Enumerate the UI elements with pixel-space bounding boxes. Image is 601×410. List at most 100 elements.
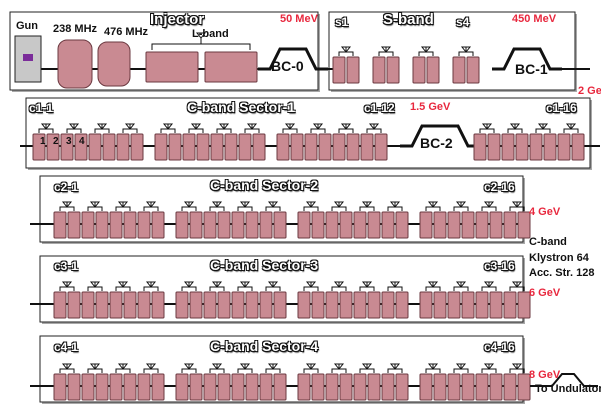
sector2-unit-2-2-structure-a (353, 211, 367, 239)
sector1-unit-2-3-structure-b (374, 133, 388, 161)
sector3-unit-1-0-waveguide (181, 282, 197, 291)
sector2-unit-3-1-structure-b (461, 211, 475, 239)
sector4-unit-2-1-waveguide (331, 364, 347, 373)
sband-title: S-band (383, 11, 434, 28)
sector4-unit-1-2-structure-a (231, 373, 245, 401)
sector4-unit-2-2-structure-b (367, 373, 381, 401)
sector3-unit-2-2-waveguide (359, 282, 375, 291)
sector2-unit-0-3-structure-b (151, 211, 165, 239)
sector3-unit-0-2-structure-a (109, 291, 123, 319)
bc2-chicane (400, 124, 480, 148)
sector4-unit-0-0-structure-a (53, 373, 67, 401)
sband-unit-1-structure-b (386, 56, 400, 84)
edge-energy: 2 Ge (578, 85, 601, 97)
lband-structure-a (145, 51, 199, 83)
sector1-tail-unit-0-1-structure-a (501, 133, 515, 161)
sector1-unit-1-3-structure-b (252, 133, 266, 161)
sector2-energy: 4 GeV (529, 206, 561, 218)
sector2-unit-0-1-structure-a (81, 211, 95, 239)
sector2-unit-0-3-waveguide (143, 202, 159, 211)
sector1-tail-unit-0-0-structure-a (473, 133, 487, 161)
sector2-unit-2-3-structure-b (395, 211, 409, 239)
sector3-unit-2-3-waveguide (387, 282, 403, 291)
sector3-unit-2-2-structure-a (353, 291, 367, 319)
sector3-unit-3-1-waveguide (453, 282, 469, 291)
sector4-unit-0-3-waveguide (143, 364, 159, 373)
sector2-unit-0-1-structure-b (95, 211, 109, 239)
sector4-unit-2-3-structure-a (381, 373, 395, 401)
sector4-unit-1-2-structure-b (245, 373, 259, 401)
sector3-unit-3-0-structure-b (433, 291, 447, 319)
sector3-unit-3-2-structure-b (489, 291, 503, 319)
sector2-unit-3-1-waveguide (453, 202, 469, 211)
sector2-unit-3-2-waveguide (481, 202, 497, 211)
sector4-unit-0-2-structure-a (109, 373, 123, 401)
sector2-unit-1-3-structure-a (259, 211, 273, 239)
exit-label: To Undulator (535, 383, 601, 395)
sector3-unit-0-2-structure-b (123, 291, 137, 319)
sector1-unit-1-2-structure-a (210, 133, 224, 161)
sector1-number-2: 2 (53, 136, 59, 147)
sector1-unit-1-2-waveguide (216, 124, 232, 133)
sector3-unit-3-0-waveguide (425, 282, 441, 291)
sband-unit-2-structure-a (412, 56, 426, 84)
sector2-unit-3-0-structure-a (419, 211, 433, 239)
sector3-unit-1-1-structure-b (217, 291, 231, 319)
sband-unit-2-waveguide (418, 47, 434, 56)
sector2-unit-0-2-structure-a (109, 211, 123, 239)
sector3-unit-2-1-waveguide (331, 282, 347, 291)
sector2-unit-0-1-waveguide (87, 202, 103, 211)
sector1-unit-2-1-structure-b (318, 133, 332, 161)
sband-unit-2-structure-b (426, 56, 440, 84)
bc1-label: BC-1 (515, 61, 548, 77)
sector4-unit-2-2-structure-a (353, 373, 367, 401)
sector4-unit-0-2-structure-b (123, 373, 137, 401)
sband-unit-0-structure-b (346, 56, 360, 84)
sector1-unit-2-3-structure-a (360, 133, 374, 161)
sector3-unit-0-0-structure-a (53, 291, 67, 319)
sector2-last-label: c2-16 (484, 180, 515, 194)
sector1-tail-unit-0-3-waveguide (563, 124, 579, 133)
legend-structures: Acc. Str. 128 (529, 267, 595, 279)
sector3-unit-1-0-structure-a (175, 291, 189, 319)
sector4-unit-0-1-waveguide (87, 364, 103, 373)
sector4-unit-2-0-structure-b (311, 373, 325, 401)
sector2-unit-3-3-structure-a (503, 211, 517, 239)
sector4-unit-2-3-structure-b (395, 373, 409, 401)
sector4-unit-1-3-structure-a (259, 373, 273, 401)
sector4-unit-0-1-structure-a (81, 373, 95, 401)
sector2-unit-1-0-waveguide (181, 202, 197, 211)
sector1-tail-unit-0-0-structure-b (487, 133, 501, 161)
sector4-unit-2-3-waveguide (387, 364, 403, 373)
sector1-unit-2-1-structure-a (304, 133, 318, 161)
sector4-unit-3-1-structure-a (447, 373, 461, 401)
sector1-number-3: 3 (66, 136, 72, 147)
bc0-chicane (258, 47, 328, 71)
sector2-unit-1-3-waveguide (265, 202, 281, 211)
sector1-mid-label: c1-12 (364, 101, 395, 115)
sector1-tail-unit-0-1-waveguide (507, 124, 523, 133)
sector2-unit-1-3-structure-b (273, 211, 287, 239)
sector2-unit-2-1-structure-a (325, 211, 339, 239)
sector1-tail-unit-0-2-structure-b (543, 133, 557, 161)
sector2-unit-1-1-waveguide (209, 202, 225, 211)
undulator-dogleg (530, 373, 598, 387)
lband-structure-b (204, 51, 258, 83)
sector4-unit-2-1-structure-b (339, 373, 353, 401)
sector2-unit-1-2-structure-b (245, 211, 259, 239)
sector2-unit-3-3-waveguide (509, 202, 525, 211)
sector4-unit-2-2-waveguide (359, 364, 375, 373)
sector3-unit-1-1-waveguide (209, 282, 225, 291)
sbh1-label: 238 MHz (53, 23, 98, 35)
sector1-title: C-band Sector-1 (187, 99, 296, 115)
bc2-label: BC-2 (420, 135, 453, 151)
sector2-unit-1-1-structure-a (203, 211, 217, 239)
sector1-tail-unit-0-1-structure-b (515, 133, 529, 161)
sector4-last-label: c4-16 (484, 340, 515, 354)
sector3-unit-0-3-structure-a (137, 291, 151, 319)
sector3-unit-2-1-structure-b (339, 291, 353, 319)
sector4-unit-2-0-waveguide (303, 364, 319, 373)
sector3-unit-1-2-waveguide (237, 282, 253, 291)
sector4-unit-3-2-structure-b (489, 373, 503, 401)
sector2-unit-2-0-structure-a (297, 211, 311, 239)
